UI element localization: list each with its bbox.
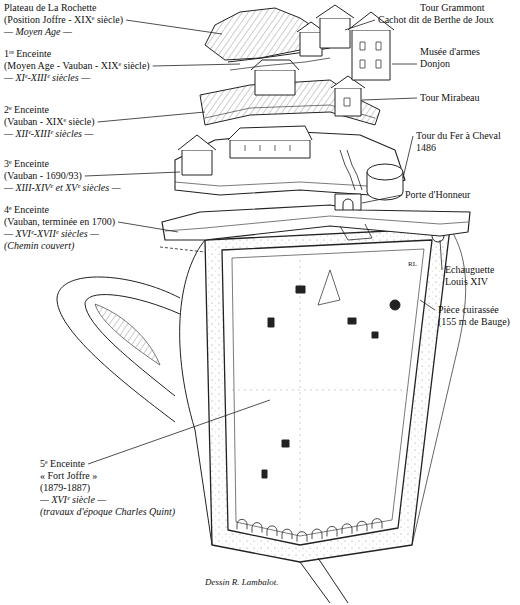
callout-label: 1ʳᵉ Enceinte (4, 48, 51, 60)
callout-label: (Vauban - XIXᵉ siècle) (4, 116, 95, 128)
callout-label: Plateau de La Rochette (4, 2, 96, 14)
casemate-arch (237, 519, 247, 529)
artist-monogram: RL (408, 258, 417, 270)
callout-label: 5ᵉ Enceinte (40, 458, 85, 470)
callout-label: (Moyen Age - Vauban - XIXᵉ siècle) (4, 60, 150, 72)
callout-label: Tour du Fer à Cheval 1486 (416, 130, 514, 154)
leader-line (362, 195, 402, 203)
callout-label: — XVIᵉ siècle — (40, 494, 106, 506)
casemate-arch (312, 529, 322, 539)
leader-line (392, 64, 417, 65)
callout-label: — XIIᵉ-XIIIᵉ siècles — (4, 128, 93, 140)
casemate-arch (357, 521, 367, 531)
leader-line (88, 400, 270, 464)
callout-label: (Vauban, terminée en 1700) (4, 216, 115, 228)
casemate-arch (327, 526, 337, 536)
callout-label: — XVIᵉ-XVIIᵉ siècles — (4, 228, 99, 240)
callout-label: Musée d'armes (420, 46, 480, 58)
callout-label: (travaux d'époque Charles Quint) (40, 506, 175, 518)
leader-line (362, 98, 417, 100)
casemate-arch (297, 532, 307, 542)
callout-label: Echauguette Louis XIV (445, 264, 507, 288)
leader-line (420, 300, 435, 310)
casemate-arch (282, 529, 292, 539)
callout-label: (Position Joffre - XIXᵉ siècle) (4, 14, 123, 26)
callout-label: (Vauban - 1690/93) (4, 170, 82, 182)
callout-label: Pièce cuirassée (438, 304, 499, 316)
callout-label: — XIII-XIVᵉ et XVᵉ siècles — (4, 182, 121, 194)
callout-label: 4ᵉ Enceinte (4, 204, 49, 216)
callout-label: (155 m de Bauge) (438, 316, 510, 328)
callout-label: « Fort Joffre » (40, 470, 97, 482)
casemate-arch (252, 523, 262, 533)
leader-line (126, 20, 222, 34)
callout-label: Tour Mirabeau (420, 92, 480, 104)
callout-label: — XIᵉ-XIIIᵉ siècles — (4, 72, 90, 84)
callout-label: Cachot dit de Berthe de Joux (378, 14, 494, 26)
leader-line (345, 20, 375, 30)
casemate-arch (342, 524, 352, 534)
callout-label: (Chemin couvert) (4, 240, 74, 252)
callout-label: (1879-1887) (40, 482, 90, 494)
casemate-arch (372, 519, 382, 529)
caption: Dessin R. Lambalot. (205, 577, 279, 587)
leader-line (440, 240, 442, 270)
callout-label: Donjon (420, 58, 450, 70)
leader-line (85, 172, 180, 176)
leader-line (403, 136, 413, 178)
callout-label: 2ᵉ Enceinte (4, 104, 49, 116)
callout-label: Tour Grammont (420, 2, 485, 14)
casemate-arch (267, 526, 277, 536)
leader-line (118, 222, 178, 232)
leader-line (98, 112, 205, 122)
callout-label: 3ᵉ Enceinte (4, 158, 49, 170)
callout-label: Porte d'Honneur (405, 189, 470, 201)
leader-line (153, 64, 240, 66)
callout-label: — Moyen Age — (4, 26, 72, 38)
